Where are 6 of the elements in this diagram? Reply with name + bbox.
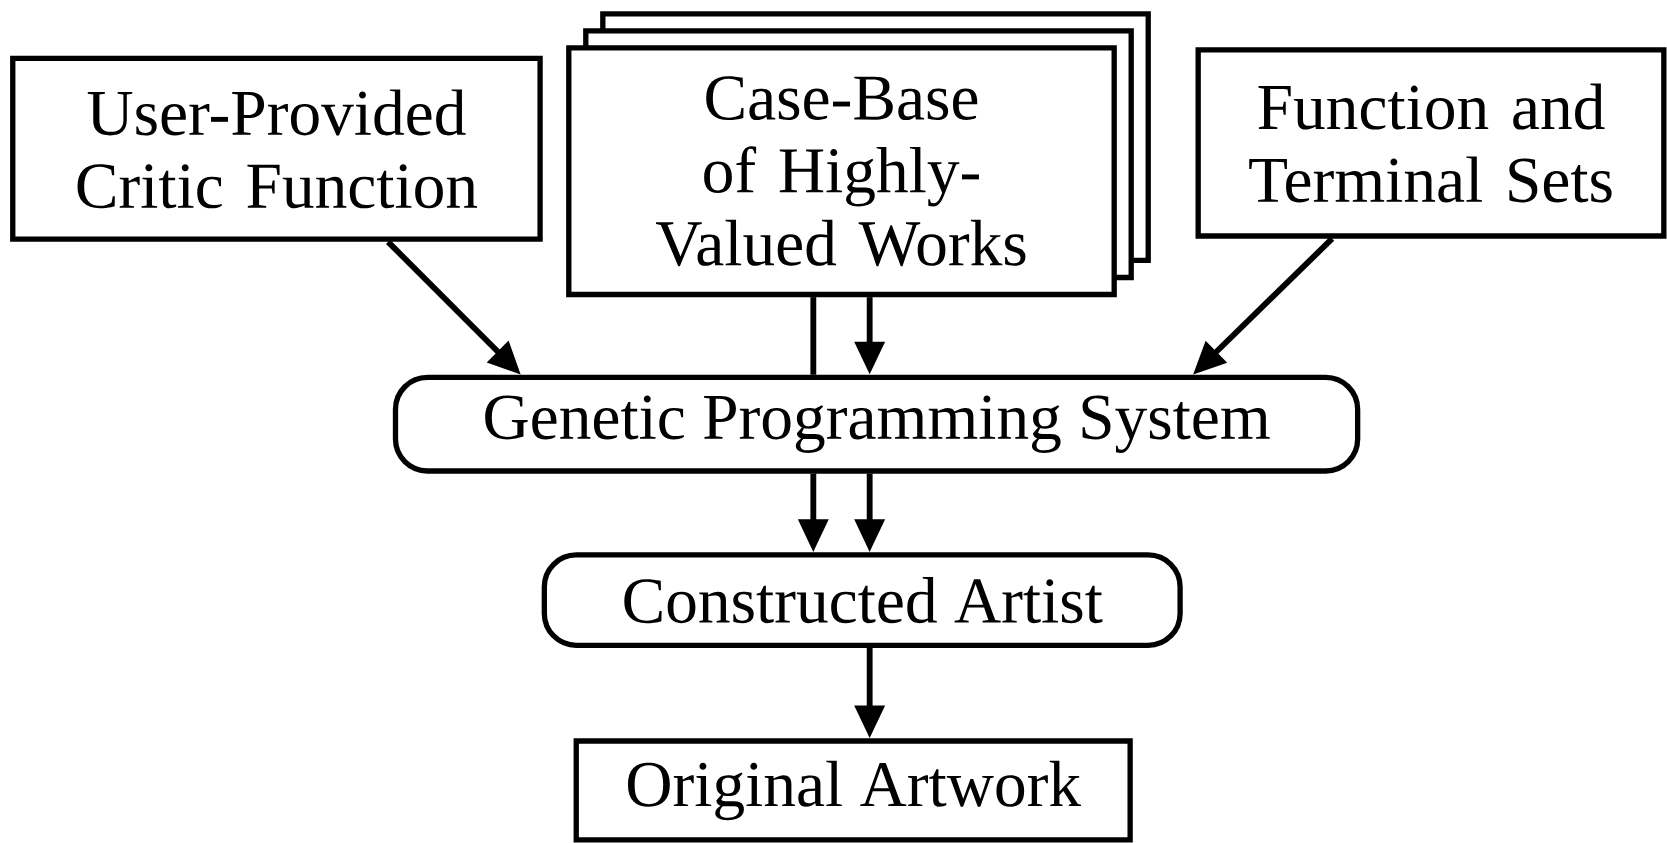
rounded-box: Genetic Programming System xyxy=(392,374,1361,474)
process-box: User-Provided Critic Function xyxy=(10,55,543,242)
process-box: Function and Terminal Sets xyxy=(1195,47,1667,239)
process-box: Original Artwork xyxy=(573,738,1133,843)
stacked-document-box: Case-Base of Highly-Valued Works xyxy=(566,11,1151,298)
rounded-box: Constructed Artist xyxy=(541,552,1183,648)
